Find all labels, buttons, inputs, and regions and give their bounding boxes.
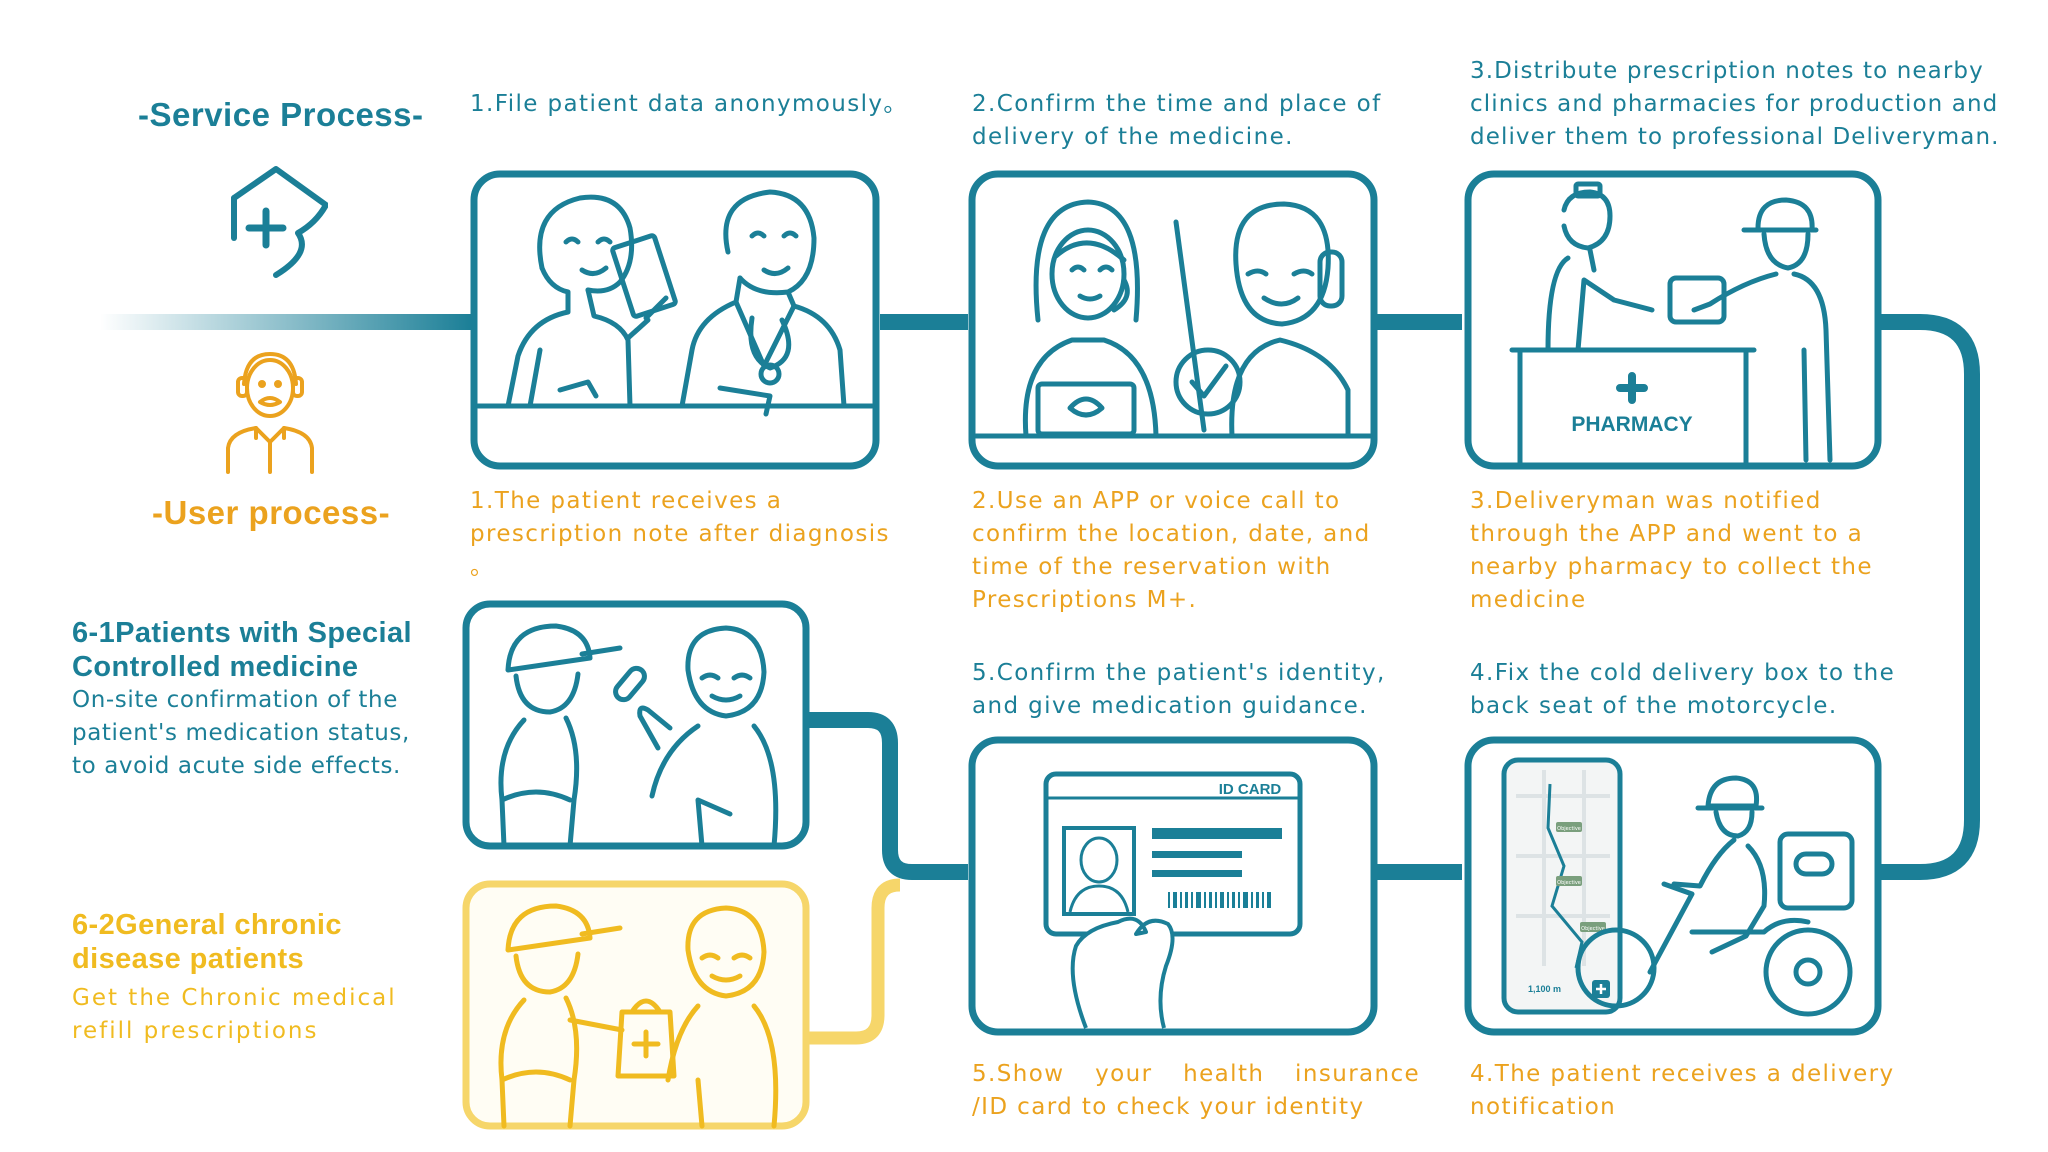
patients-special-title-1: 6-1Patients with Special — [72, 617, 412, 649]
map-tag-3-label: Objective — [1581, 926, 1605, 932]
user-step-4-line-1: 4.The patient receives a delivery — [1470, 1061, 1895, 1087]
connector-5-6a — [808, 712, 968, 880]
map-tag-1 — [1556, 822, 1582, 832]
service-step-5-line-1: 5.Confirm the patient's identity, — [972, 660, 1386, 686]
panel-pharmacy: PHARMACY — [1464, 170, 1882, 470]
deliveryman-figure — [1755, 197, 1815, 233]
service-step-4-line-1: 4.Fix the cold delivery box to the — [1470, 660, 1896, 686]
user-step-3-line-2: through the APP and went to a — [1470, 521, 1864, 547]
patients-special-desc-3: to avoid acute side effects. — [72, 753, 401, 779]
user-step-3-line-1: 3.Deliveryman was notified — [1470, 488, 1822, 514]
patients-special-block: 6-1Patients with Special Controlled medi… — [72, 616, 412, 783]
id-card-photo — [1062, 826, 1136, 916]
home-medical-cross-icon — [231, 166, 328, 278]
user-step-1-text: 1.The patient receives a prescription no… — [470, 485, 890, 584]
user-step-5-line-2: /ID card to check your identity — [972, 1094, 1365, 1120]
rider-figure — [1705, 775, 1760, 809]
user-step-2-line-1: 2.Use an APP or voice call to — [972, 488, 1341, 514]
cold-delivery-box — [1777, 831, 1855, 911]
patients-chronic-block: 6-2General chronic disease patients Get … — [72, 908, 397, 1048]
map-tag-3 — [1580, 922, 1606, 932]
user-step-2-line-3: time of the reservation with — [972, 554, 1332, 580]
id-card-line-2 — [1152, 851, 1242, 858]
panel-delivery-motorcycle: Objective Objective Objective 1,100 m — [1464, 736, 1882, 1036]
elder-caller-figure — [1233, 201, 1331, 327]
service-step-4-text: 4.Fix the cold delivery box to the back … — [1470, 657, 1895, 723]
service-step-2-text: 2.Confirm the time and place of delivery… — [972, 88, 1382, 154]
patients-chronic-title-2: disease patients — [72, 943, 305, 975]
patients-chronic-desc-1: Get the Chronic medical — [72, 985, 397, 1011]
panel-id-card: ID CARD — [968, 736, 1378, 1036]
user-step-4-line-2: notification — [1470, 1094, 1617, 1120]
map-tag-2-label: Objective — [1557, 880, 1581, 886]
doctor-figure — [723, 189, 817, 296]
elderly-user-headset-icon — [226, 352, 314, 474]
timeline-fade-line — [100, 314, 472, 330]
service-step-1-line: 1.File patient data anonymously。 — [470, 91, 908, 117]
service-process-title: -Service Process- — [138, 96, 424, 133]
operator-figure — [1033, 199, 1140, 323]
user-step-2-text: 2.Use an APP or voice call to confirm th… — [972, 485, 1371, 617]
id-card-barcode — [1168, 892, 1271, 908]
service-step-2-line-2: delivery of the medicine. — [972, 124, 1294, 150]
service-step-3-line-1: 3.Distribute prescription notes to nearb… — [1470, 58, 1984, 84]
connector-3-4 — [1880, 314, 1980, 880]
panel-chronic-refill — [462, 880, 810, 1130]
user-step-5-text: 5.Show your health insurance /ID card to… — [972, 1058, 1420, 1124]
id-card-label: ID CARD — [1219, 781, 1282, 798]
service-step-3-text: 3.Distribute prescription notes to nearb… — [1470, 55, 2000, 154]
service-step-3-line-3: deliver them to professional Deliveryman… — [1470, 124, 2000, 150]
courier-figure — [505, 623, 593, 673]
panel-call-center — [968, 170, 1378, 470]
id-card-line-1 — [1152, 828, 1282, 839]
map-tag-1-label: Objective — [1557, 826, 1581, 832]
connector-5-6b — [808, 878, 901, 1045]
service-step-4-line-2: back seat of the motorcycle. — [1470, 693, 1838, 719]
elder-patient-figure — [685, 625, 767, 719]
courier-yellow-figure — [505, 903, 593, 953]
service-step-3-line-2: clinics and pharmacies for production an… — [1470, 91, 1999, 117]
patients-chronic-title-1: 6-2General chronic — [72, 909, 342, 941]
user-step-3-text: 3.Deliveryman was notified through the A… — [1470, 485, 1873, 617]
id-card-line-3 — [1152, 870, 1242, 877]
service-step-2-line-1: 2.Confirm the time and place of — [972, 91, 1382, 117]
user-step-3-line-3: nearby pharmacy to collect the — [1470, 554, 1873, 580]
patients-special-desc-1: On-site confirmation of the — [72, 687, 398, 713]
patients-chronic-desc-2: refill prescriptions — [72, 1018, 319, 1044]
phone-distance-text: 1,100 m — [1528, 984, 1561, 994]
pharmacy-sign-text: PHARMACY — [1571, 413, 1692, 436]
user-step-4-text: 4.The patient receives a delivery notifi… — [1470, 1058, 1895, 1124]
medicine-bag — [615, 1009, 677, 1079]
user-step-2-line-2: confirm the location, date, and — [972, 521, 1371, 547]
user-step-2-line-4: Prescriptions M+. — [972, 587, 1198, 613]
panel-patient-doctor — [470, 170, 880, 470]
user-step-1-line-3: 。 — [470, 554, 495, 580]
hand-holding-card — [1070, 916, 1175, 1029]
service-step-5-line-2: and give medication guidance. — [972, 693, 1368, 719]
user-process-title: -User process- — [152, 494, 391, 531]
user-step-1-line-2: prescription note after diagnosis — [470, 521, 890, 547]
panel-special-controlled — [462, 600, 810, 850]
user-step-1-line-1: 1.The patient receives a — [470, 488, 783, 514]
service-step-5-text: 5.Confirm the patient's identity, and gi… — [972, 657, 1386, 723]
patients-special-desc-2: patient's medication status, — [72, 720, 410, 746]
map-tag-2 — [1556, 876, 1582, 886]
user-step-5-line-1: 5.Show your health insurance — [972, 1061, 1421, 1087]
user-step-3-line-4: medicine — [1470, 587, 1587, 613]
patient-figure — [537, 194, 635, 294]
elder-yellow-figure — [685, 905, 767, 999]
service-step-1-text: 1.File patient data anonymously。 — [470, 88, 908, 121]
patients-special-title-2: Controlled medicine — [72, 651, 359, 683]
